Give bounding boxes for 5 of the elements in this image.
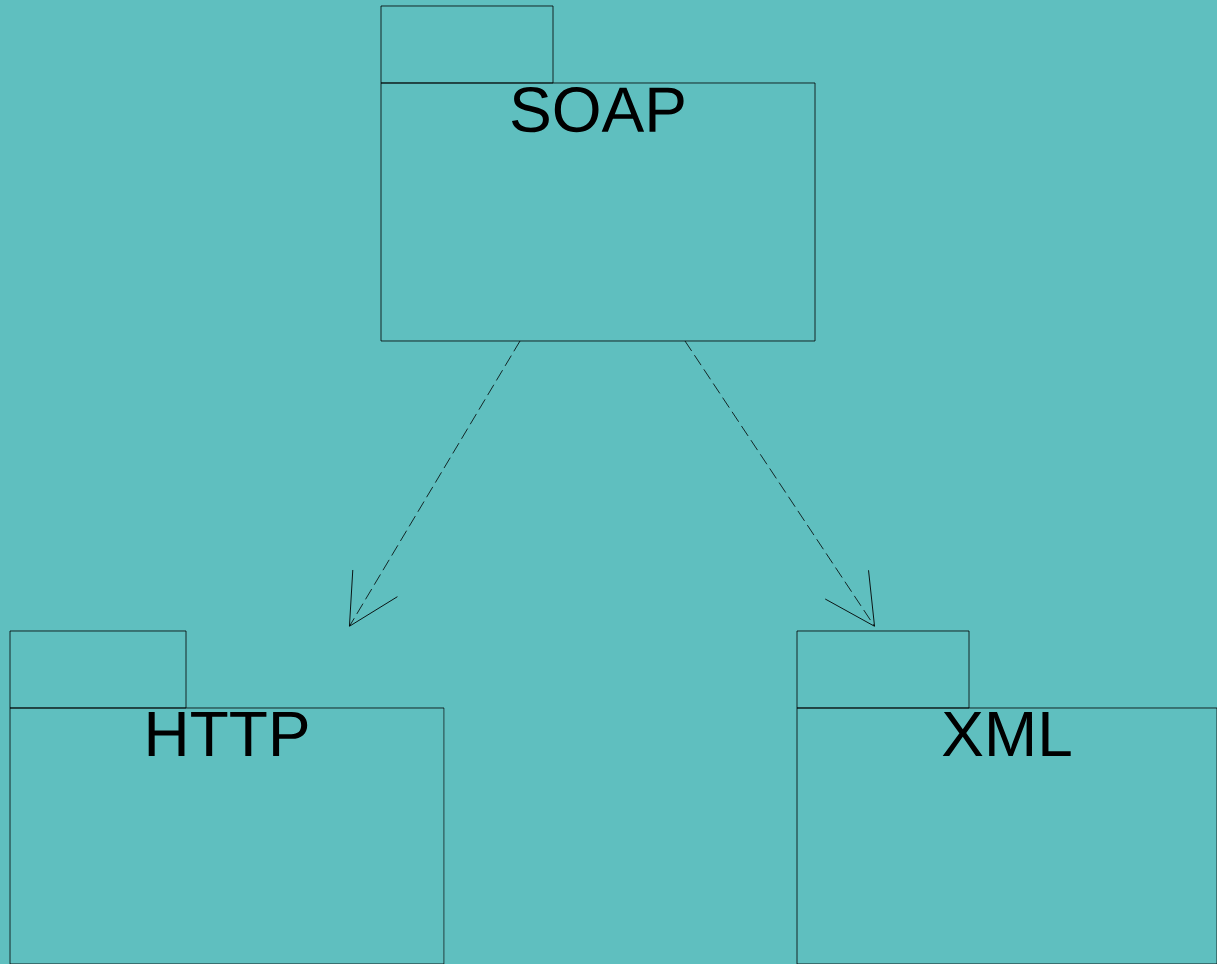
dependency-arrow xyxy=(349,340,521,627)
package: SOAP xyxy=(380,5,816,342)
dependency-arrow xyxy=(684,340,875,627)
package: XML xyxy=(796,630,1217,964)
package: HTTP xyxy=(9,630,445,964)
